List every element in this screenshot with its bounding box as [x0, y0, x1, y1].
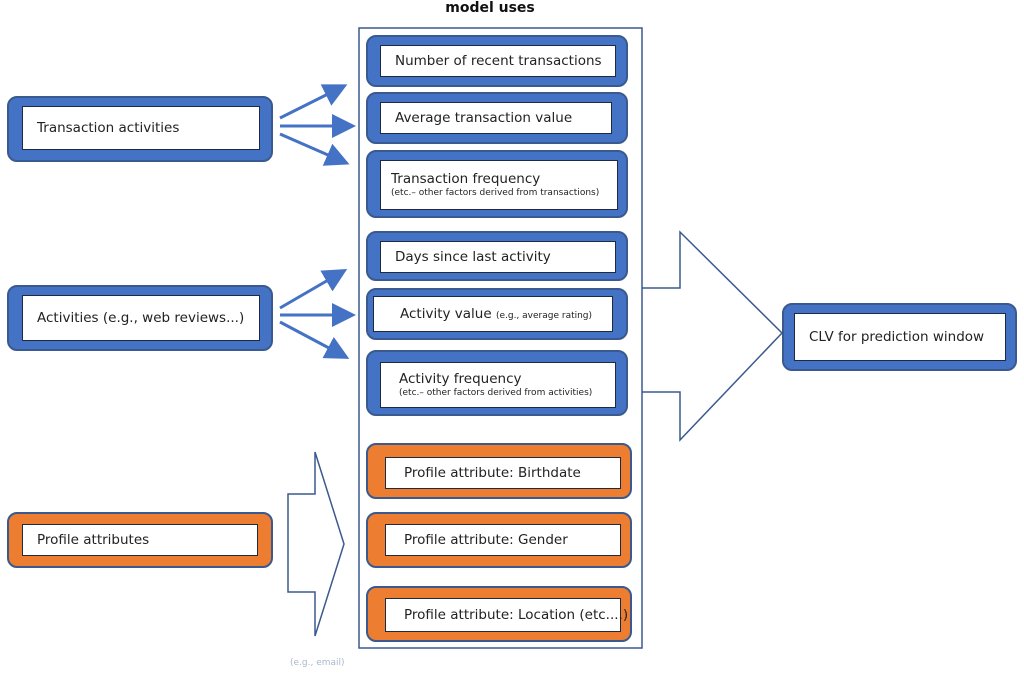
footer-fragment: (e.g., email)	[290, 658, 345, 668]
clv-output-label: CLV for prediction window	[809, 328, 985, 345]
transaction-activities-label: Transaction activities	[37, 119, 180, 136]
recent-transactions-node: Number of recent transactions	[366, 35, 628, 87]
profile-location-node: Profile attribute: Location (etc....)	[366, 586, 632, 642]
combine-block-arrow	[640, 230, 784, 442]
frame-title: model uses	[445, 0, 535, 16]
transaction-frequency-label: Transaction frequency	[391, 170, 541, 187]
avg-transaction-value-label: Average transaction value	[395, 109, 573, 126]
activity-frequency-node: Activity frequency (etc.– other factors …	[366, 350, 628, 416]
transaction-activities-node: Transaction activities	[7, 96, 273, 162]
profile-attributes-node: Profile attributes	[7, 512, 273, 568]
avg-transaction-value-node: Average transaction value	[366, 92, 628, 144]
transaction-arrow-1	[279, 84, 348, 120]
profile-attributes-label: Profile attributes	[37, 531, 150, 548]
recent-transactions-label: Number of recent transactions	[395, 52, 602, 69]
days-since-last-activity-node: Days since last activity	[366, 231, 628, 281]
profile-location-label: Profile attribute: Location (etc....)	[404, 606, 629, 623]
transaction-frequency-note: (etc.– other factors derived from transa…	[391, 187, 600, 198]
activity-value-node: Activity value (e.g., average rating)	[366, 288, 628, 340]
activity-value-note: (e.g., average rating)	[495, 310, 593, 321]
activity-value-label: Activity value (e.g., average rating)	[400, 306, 598, 323]
clv-output-node: CLV for prediction window	[782, 303, 1017, 371]
profile-birthdate-node: Profile attribute: Birthdate	[366, 443, 632, 499]
activity-frequency-note: (etc.– other factors derived from activi…	[399, 387, 593, 398]
activity-arrow-3	[279, 320, 350, 359]
activities-label: Activities (e.g., web reviews...)	[37, 309, 245, 326]
activity-arrow-1	[279, 268, 348, 310]
profile-block-arrow	[287, 451, 345, 637]
profile-gender-label: Profile attribute: Gender	[404, 531, 568, 548]
activity-frequency-label: Activity frequency	[399, 370, 522, 387]
profile-gender-node: Profile attribute: Gender	[366, 512, 632, 568]
days-since-last-activity-label: Days since last activity	[395, 248, 551, 265]
activities-node: Activities (e.g., web reviews...)	[7, 285, 273, 351]
transaction-frequency-node: Transaction frequency (etc.– other facto…	[366, 150, 628, 218]
profile-birthdate-label: Profile attribute: Birthdate	[404, 464, 581, 481]
transaction-arrow-3	[279, 132, 350, 166]
activity-value-text: Activity value	[400, 305, 492, 322]
